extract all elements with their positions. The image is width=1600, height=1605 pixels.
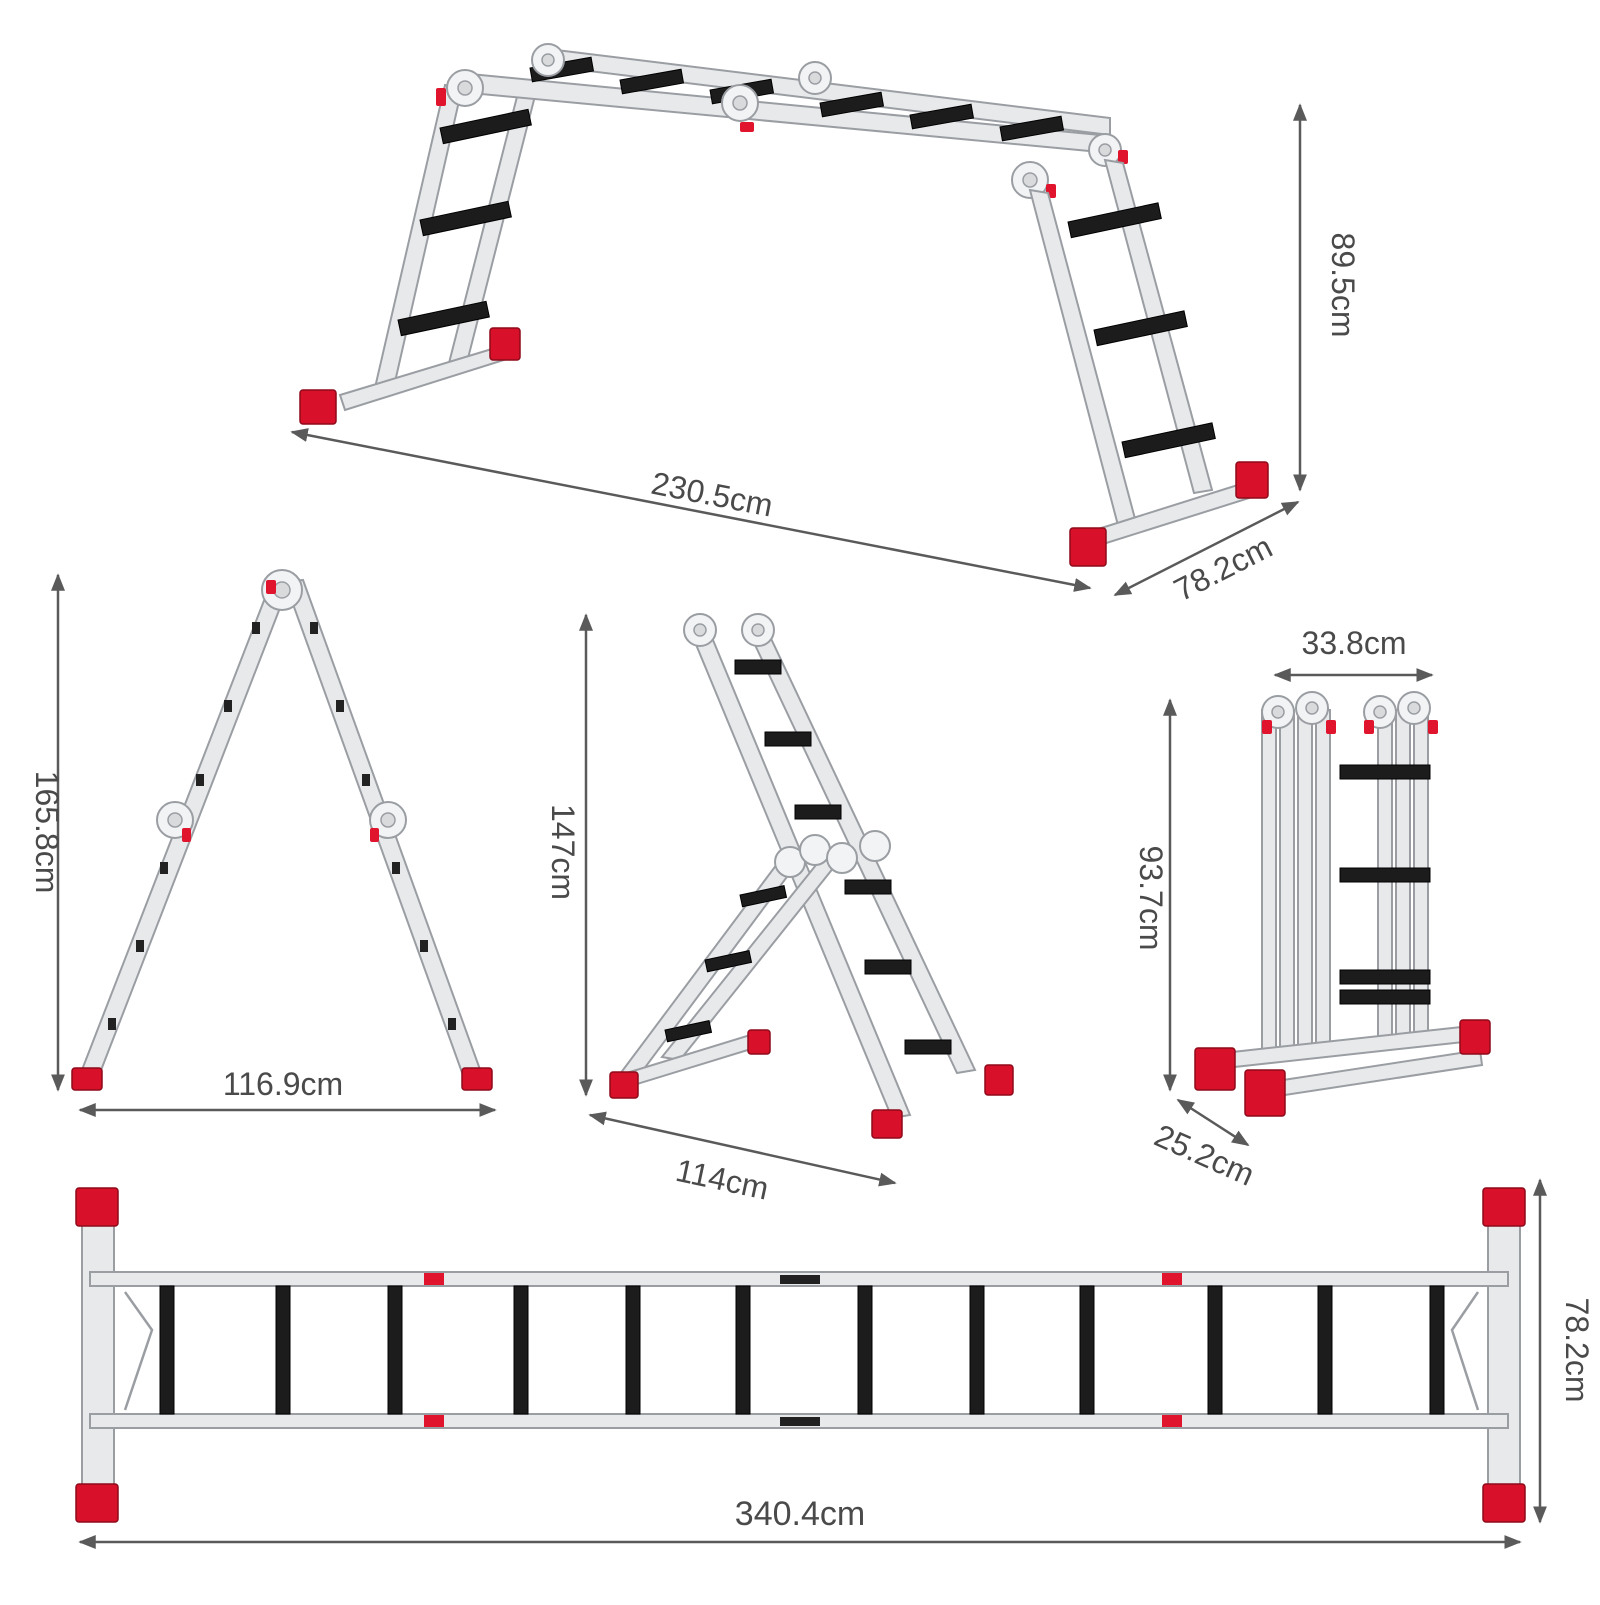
folded-configuration: 33.8cm 93.7cm 25.2cm [1133, 625, 1491, 1193]
bridge-left-leg [299, 83, 539, 425]
stepladder-base-line [588, 1111, 897, 1187]
bridge-right-leg [1028, 158, 1269, 567]
foot-pad [75, 1483, 119, 1523]
a-frame-configuration: 165.8cm 116.9cm [29, 569, 497, 1117]
foot-pad [71, 1067, 103, 1091]
bridge-height-label: 89.5cm [1325, 233, 1361, 338]
foot-pad [1235, 461, 1269, 499]
foot-pad [1482, 1483, 1526, 1523]
foot-pad [1069, 527, 1107, 567]
foot-pad [1194, 1047, 1236, 1091]
straight-configuration: 340.4cm 78.2cm [75, 1178, 1595, 1549]
foot-pad [984, 1064, 1014, 1096]
foot-pad [871, 1109, 903, 1139]
foot-pad [489, 327, 521, 361]
bridge-width-line [1113, 500, 1300, 597]
stepladder-configuration: 147cm 114cm [545, 613, 1014, 1207]
straight-rungs [159, 1285, 1445, 1415]
foot-pad [75, 1187, 119, 1227]
a-frame-base-label: 116.9cm [223, 1066, 343, 1102]
folded-depth-label: 25.2cm [1149, 1117, 1260, 1193]
stepladder-height-label: 147cm [545, 804, 581, 900]
foot-pad [609, 1071, 639, 1099]
bridge-platform [436, 43, 1128, 199]
foot-pad [461, 1067, 493, 1091]
stepladder-base-label: 114cm [673, 1152, 772, 1207]
bridge-length-line [290, 428, 1092, 592]
folded-height-label: 93.7cm [1133, 846, 1169, 951]
bridge-configuration: 230.5cm 89.5cm 78.2cm [290, 43, 1361, 608]
straight-length-label: 340.4cm [735, 1495, 865, 1533]
straight-width-label: 78.2cm [1559, 1298, 1595, 1403]
foot-pad [1459, 1019, 1491, 1055]
a-frame-height-label: 165.8cm [29, 771, 65, 894]
folded-width-label: 33.8cm [1302, 625, 1407, 661]
foot-pad [1244, 1069, 1286, 1117]
foot-pad [747, 1029, 771, 1055]
folded-depth-line [1176, 1098, 1250, 1147]
foot-pad [1482, 1187, 1526, 1227]
foot-pad [299, 389, 337, 425]
